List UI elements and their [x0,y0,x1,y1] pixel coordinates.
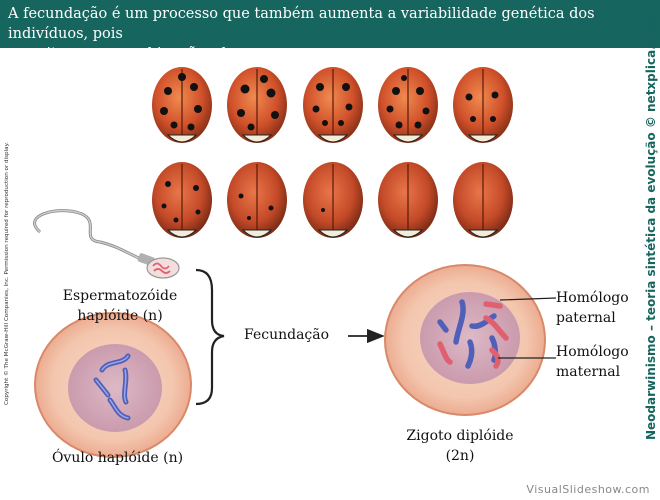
beetle-8 [303,162,363,238]
sperm-label-line-2: haplóide (n) [40,306,200,326]
beetle-row-1 [152,67,513,143]
beetle-row-2 [152,162,513,238]
sperm-label-line-1: Espermatozóide [40,286,200,306]
zygote-label: Zigoto diplóide (2n) [400,426,520,466]
fertilization-label: Fecundação [244,325,344,345]
beetle-3 [303,67,363,143]
paternal-label: Homólogo paternal [556,288,636,328]
maternal-label-line-2: maternal [556,362,636,382]
beetle-6 [152,162,212,238]
beetle-7 [227,162,287,238]
beetle-5 [453,67,513,143]
maternal-label-line-1: Homólogo [556,342,636,362]
ovum-cell [35,313,191,457]
sperm-label: Espermatozóide haplóide (n) [40,286,200,326]
ovum-label: Óvulo haplóide (n) [30,448,205,468]
zygote-label-line-1: Zigoto diplóide [400,426,520,446]
beetle-1 [152,67,212,143]
beetle-4 [378,67,438,143]
paternal-label-line-2: paternal [556,308,636,328]
paternal-label-line-1: Homólogo [556,288,636,308]
beetle-9 [378,162,438,238]
maternal-label: Homólogo maternal [556,342,636,382]
zygote-cell [385,265,556,415]
beetle-2 [227,67,287,143]
zygote-label-line-2: (2n) [400,446,520,466]
beetle-10 [453,162,513,238]
brace [196,270,224,404]
footer-watermark: VisualSlideshow.com [526,483,650,496]
